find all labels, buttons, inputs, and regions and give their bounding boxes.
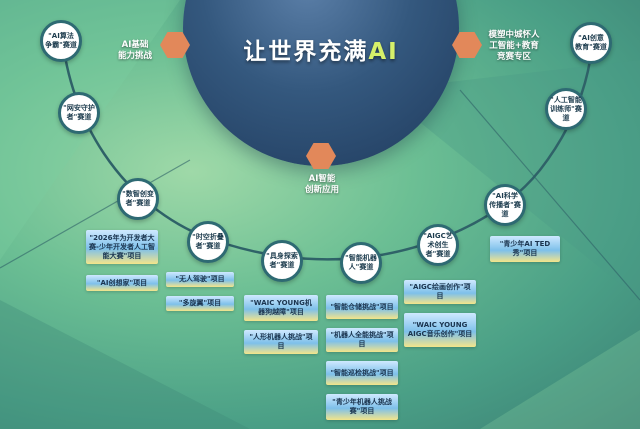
card-autonomous-driving[interactable]: "无人驾驶"项目 (166, 272, 234, 287)
main-title: 让世界充满AI (203, 32, 439, 66)
card-smart-inspection[interactable]: "智能巡检挑战"项目 (326, 361, 398, 385)
node-embodied[interactable]: "具身探索者"赛道 (261, 240, 303, 282)
card-aigc-music[interactable]: "WAIC YOUNG AIGC音乐创作"项目 (404, 313, 476, 347)
card-smart-warehouse[interactable]: "智能仓储挑战"项目 (326, 295, 398, 319)
card-aigc-painting[interactable]: "AIGC绘画创作"项目 (404, 280, 476, 304)
node-science[interactable]: "AI科学传播者"赛道 (484, 184, 526, 226)
node-creator[interactable]: "数智创变者"赛道 (117, 178, 159, 220)
card-multirotor[interactable]: "多旋翼"项目 (166, 296, 234, 311)
pillar-left: AI基础 能力挑战 (117, 40, 152, 61)
card-ai-ted[interactable]: "青少年AI TED秀"项目 (490, 236, 560, 262)
pillar-right: 模塑中城怀人 工智能+教育 竞赛专区 (488, 30, 540, 62)
pillar-center: AI智能 创新应用 (304, 174, 339, 195)
card-robot-dog[interactable]: "WAIC YOUNG机器狗越障"项目 (244, 295, 318, 321)
node-guard[interactable]: "网安守护者"赛道 (58, 92, 100, 134)
node-edu[interactable]: "AI创意教育"赛道 (570, 22, 612, 64)
card-robot-allround[interactable]: "机器人全能挑战"项目 (326, 328, 398, 352)
card-youth-robot[interactable]: "青少年机器人挑战赛"项目 (326, 394, 398, 420)
title-accent: AI (368, 39, 399, 65)
node-algo[interactable]: "AI算法争霸"赛道 (40, 20, 82, 62)
node-aigc[interactable]: "AIGC艺术创生者"赛道 (417, 224, 459, 266)
card-developer-contest[interactable]: "2026年为开发者大赛-少年开发者人工智能大赛"项目 (86, 230, 158, 264)
node-spacetime[interactable]: "时空折叠者"赛道 (187, 221, 229, 263)
card-humanoid-robot[interactable]: "人形机器人挑战"项目 (244, 330, 318, 354)
node-robot[interactable]: "智能机器人"赛道 (340, 242, 382, 284)
node-trainer[interactable]: "人工智能训练师"赛道 (545, 88, 587, 130)
title-main: 让世界充满 (243, 39, 369, 65)
card-ai-creator[interactable]: "AI创想家"项目 (86, 275, 158, 291)
